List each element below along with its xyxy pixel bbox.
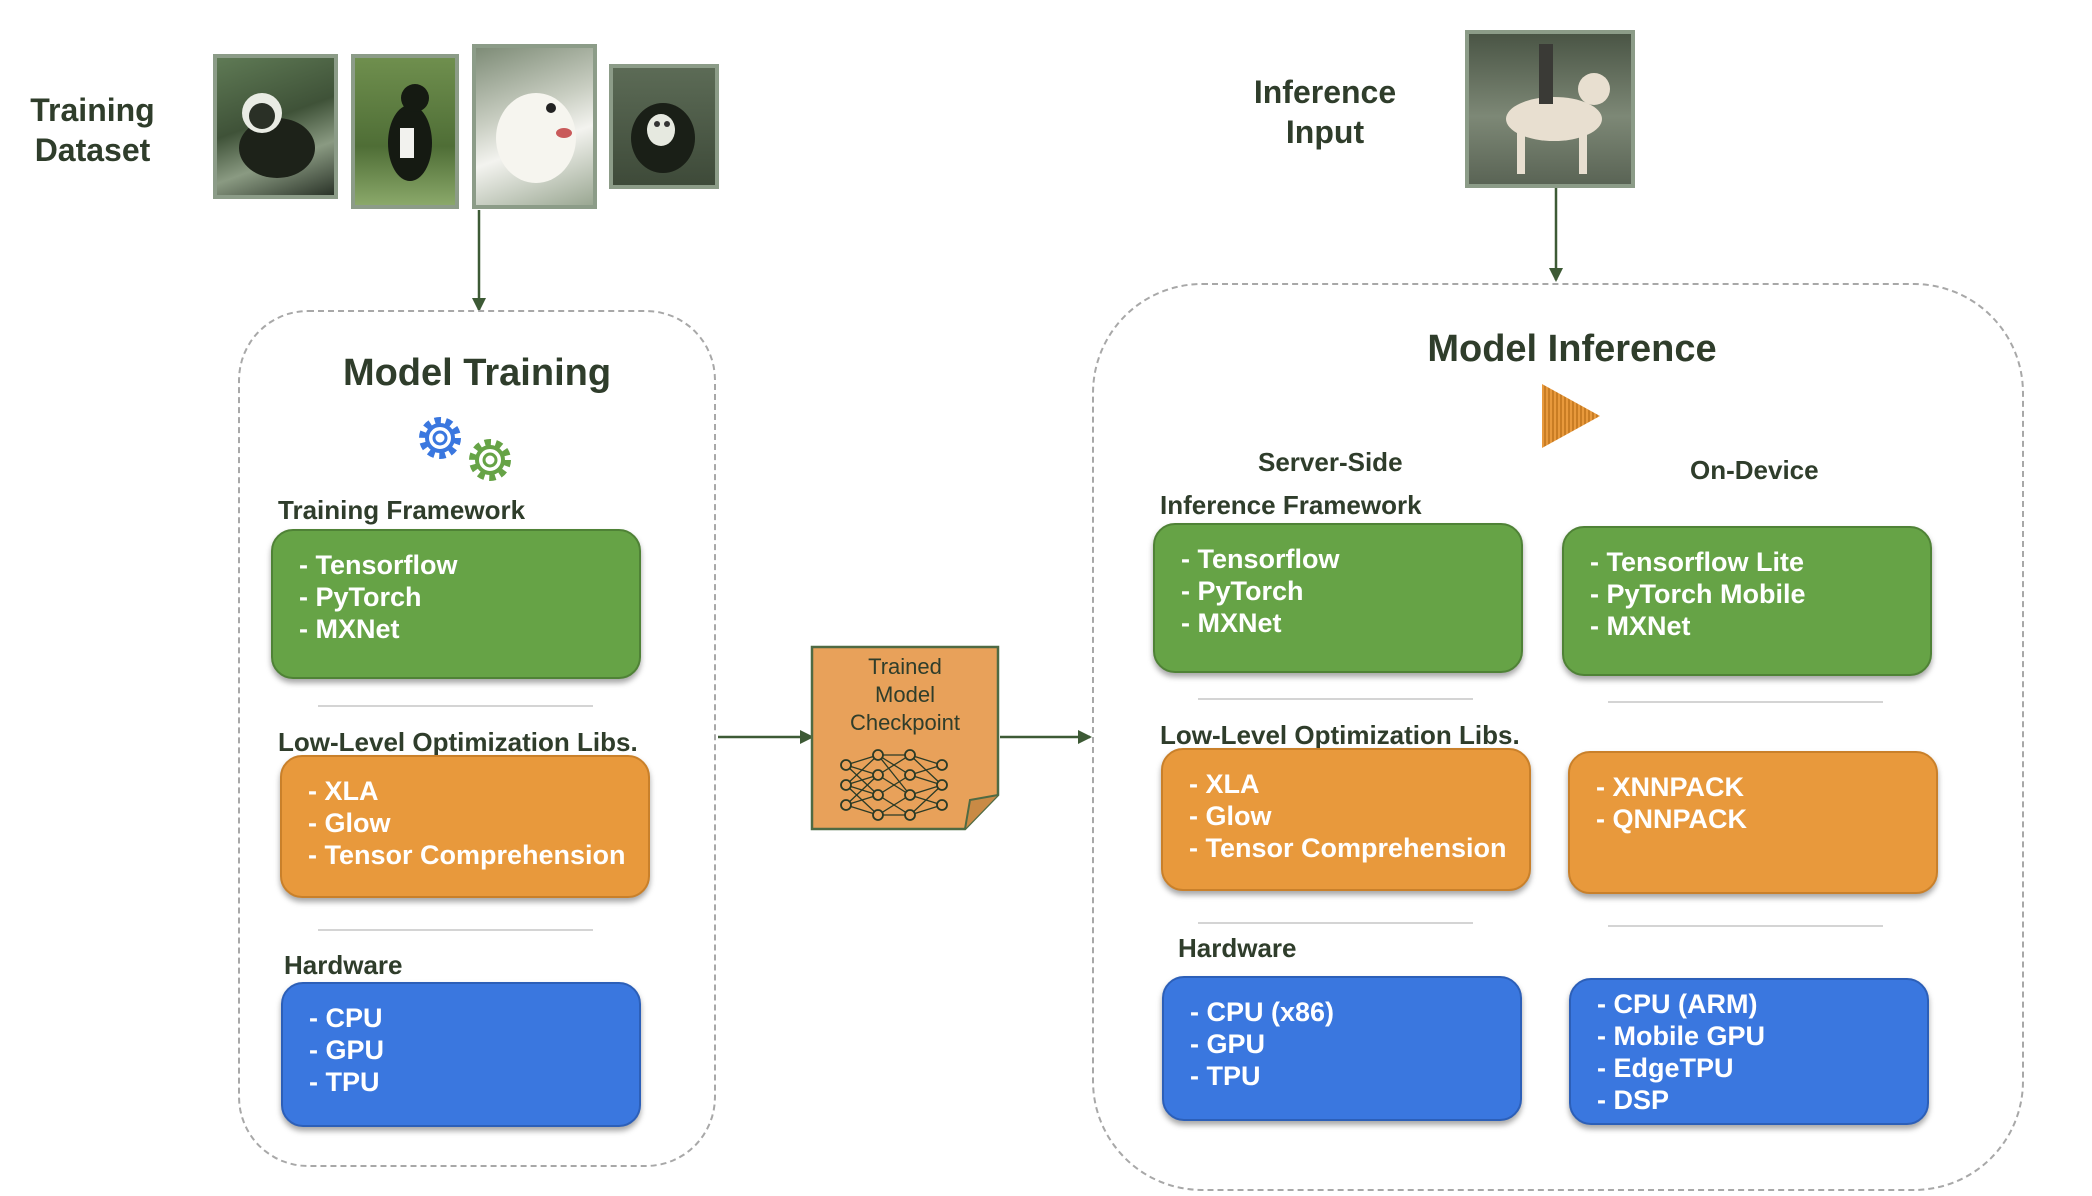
checkpoint-note: [810, 645, 1000, 831]
divider: [318, 929, 593, 931]
inference-dog-photo: [1465, 30, 1635, 188]
list-item: - PyTorch: [299, 582, 422, 612]
dog-silhouette-icon: [496, 93, 576, 183]
list-item: - CPU (ARM): [1597, 989, 1758, 1019]
cat-photo-1: [213, 54, 338, 199]
divider: [1198, 922, 1473, 924]
inference-libs-label: Low-Level Optimization Libs.: [1160, 720, 1520, 750]
server-libs-box: - XLA - Glow - Tensor Comprehension: [1161, 748, 1531, 891]
list-item: - Tensorflow: [1181, 544, 1340, 574]
list-item: - CPU: [309, 1003, 383, 1033]
list-item: - Glow: [308, 808, 391, 838]
training-framework-box: - Tensorflow - PyTorch - MXNet: [271, 529, 641, 679]
dog-photo-2: [472, 44, 597, 209]
device-libs-box: - XNNPACK - QNNPACK: [1568, 751, 1938, 894]
gear-icon-blue: [419, 417, 461, 459]
list-item: - QNNPACK: [1596, 804, 1747, 834]
list-item: - TPU: [309, 1067, 380, 1097]
list-item: - Tensor Comprehension: [308, 840, 626, 870]
list-item: - XLA: [308, 776, 379, 806]
gears-icon: [419, 417, 511, 481]
checkpoint-line2: Model: [875, 682, 935, 707]
inference-framework-label: Inference Framework: [1160, 490, 1422, 520]
divider: [318, 705, 593, 707]
device-hardware-box: - CPU (ARM) - Mobile GPU - EdgeTPU - DSP: [1569, 978, 1929, 1125]
model-inference-title: Model Inference: [1427, 328, 1717, 370]
list-item: - XNNPACK: [1596, 772, 1744, 802]
training-hardware-box: - CPU - GPU - TPU: [281, 982, 641, 1127]
dog-silhouette-icon: [1506, 44, 1610, 174]
list-item: - Tensor Comprehension: [1189, 833, 1507, 863]
list-item: - EdgeTPU: [1597, 1053, 1734, 1083]
list-item: - MXNet: [1590, 611, 1691, 641]
cat-photo-2: [609, 64, 719, 189]
server-side-label: Server-Side: [1258, 447, 1403, 477]
server-hardware-box: - CPU (x86) - GPU - TPU: [1162, 976, 1522, 1121]
list-item: - DSP: [1597, 1085, 1670, 1115]
on-device-label: On-Device: [1690, 455, 1819, 485]
dog-silhouette-icon: [388, 84, 432, 181]
list-item: - MXNet: [1181, 608, 1282, 638]
training-dataset-line2: Dataset: [34, 132, 151, 168]
cat-silhouette-icon: [239, 93, 315, 178]
checkpoint-line3: Checkpoint: [849, 710, 961, 735]
list-item: - GPU: [1190, 1029, 1266, 1059]
list-item: - Mobile GPU: [1597, 1021, 1765, 1051]
training-hardware-label: Hardware: [284, 950, 403, 980]
divider: [1608, 701, 1883, 703]
list-item: - PyTorch: [1181, 576, 1304, 606]
divider: [1608, 925, 1883, 927]
list-item: - XLA: [1189, 769, 1260, 799]
checkpoint-label: Trained Model Checkpoint: [810, 653, 1000, 737]
list-item: - TPU: [1190, 1061, 1261, 1091]
play-triangle-icon: [1542, 384, 1600, 448]
server-framework-box: - Tensorflow - PyTorch - MXNet: [1153, 523, 1523, 673]
training-libs-box: - XLA - Glow - Tensor Comprehension: [280, 755, 650, 898]
checkpoint-line1: Trained: [868, 654, 942, 679]
model-training-container: [238, 310, 716, 1167]
inference-hardware-label: Hardware: [1178, 933, 1297, 963]
training-dataset-line1: Training: [30, 92, 155, 128]
list-item: - Glow: [1189, 801, 1272, 831]
list-item: - Tensorflow Lite: [1590, 547, 1804, 577]
divider: [1198, 698, 1473, 700]
inference-input-label: Inference Input: [1225, 72, 1425, 152]
list-item: - PyTorch Mobile: [1590, 579, 1806, 609]
training-libs-label: Low-Level Optimization Libs.: [278, 727, 638, 757]
model-training-title: Model Training: [342, 352, 612, 394]
inference-input-line1: Inference: [1253, 74, 1397, 110]
model-inference-container: [1092, 283, 2024, 1191]
neural-network-icon: [840, 749, 948, 821]
device-framework-box: - Tensorflow Lite - PyTorch Mobile - MXN…: [1562, 526, 1932, 676]
list-item: - CPU (x86): [1190, 997, 1335, 1027]
inference-input-line2: Input: [1285, 114, 1365, 150]
dog-photo-1: [351, 54, 459, 209]
training-framework-label: Training Framework: [278, 495, 526, 525]
gear-icon-green: [469, 439, 511, 481]
list-item: - Tensorflow: [299, 550, 458, 580]
training-dataset-label: Training Dataset: [20, 90, 165, 170]
cat-silhouette-icon: [631, 103, 695, 173]
list-item: - MXNet: [299, 614, 400, 644]
list-item: - GPU: [309, 1035, 385, 1065]
